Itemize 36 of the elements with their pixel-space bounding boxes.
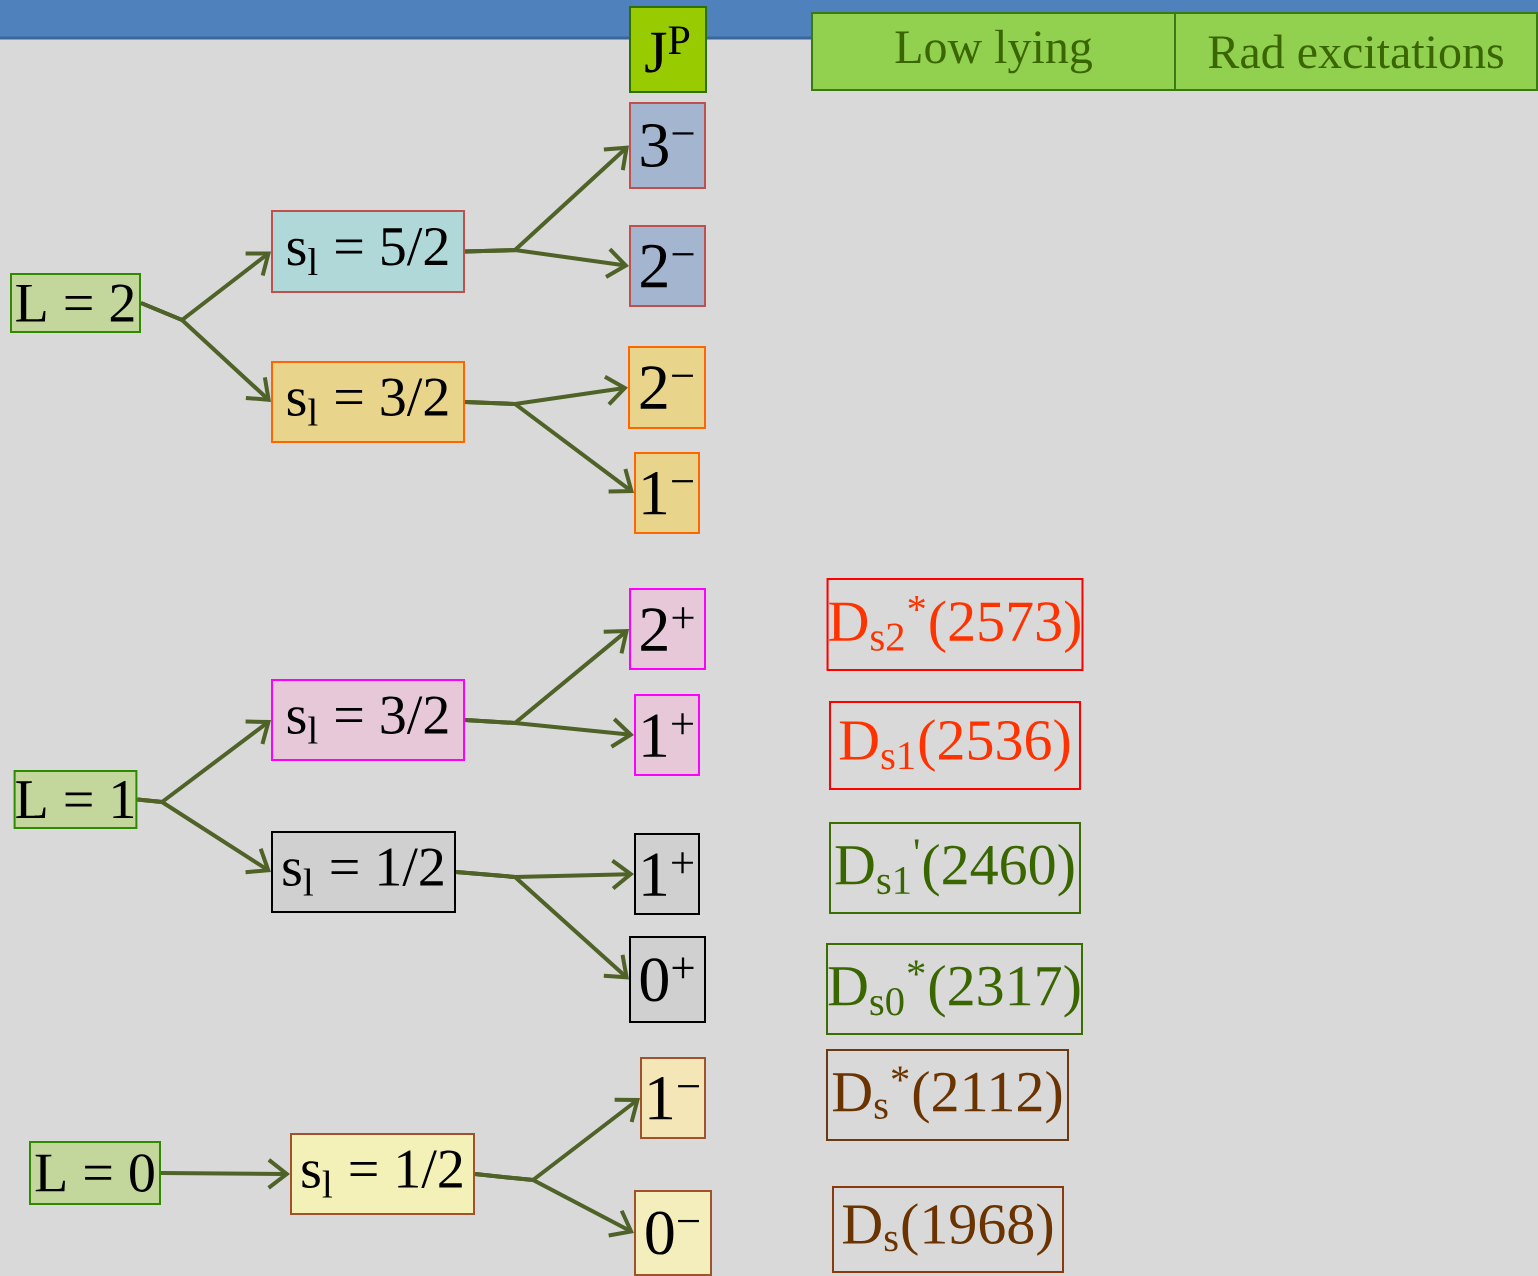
- level-box: L = 0: [29, 1141, 161, 1205]
- arrow: [161, 1158, 290, 1190]
- state-box: 1$^{−}$: [634, 452, 700, 534]
- particle-box: D$_{s1}$(2536): [829, 701, 1081, 790]
- state-box: 1$^{−}$: [640, 1057, 706, 1139]
- particle-box: D$_{s2}$$^{*}$(2573): [826, 578, 1084, 671]
- particle-box: D$_{s}$(1968): [832, 1186, 1064, 1273]
- spin-box: s$_{l}$ = 5/2: [271, 210, 465, 293]
- spin-box: s$_{l}$ = 3/2: [271, 361, 465, 443]
- header-cell: Rad excitations: [1174, 12, 1538, 91]
- level-box: L = 1: [13, 770, 138, 829]
- arrow: [137, 797, 271, 875]
- state-box: 2$^{−}$: [629, 225, 706, 307]
- particle-box: D$_{s}$$^{*}$(2112): [826, 1049, 1069, 1141]
- state-box: 3$^{−}$: [629, 102, 706, 189]
- header-cell: Low lying: [811, 12, 1176, 91]
- state-box: 2$^{−}$: [628, 346, 706, 429]
- particle-box: D$_{s0}$$^{*}$(2317): [826, 943, 1083, 1035]
- arrow: [464, 717, 634, 749]
- state-box: 2$^{+}$: [629, 588, 706, 670]
- spin-box: s$_{l}$ = 1/2: [290, 1133, 475, 1215]
- arrow: [140, 301, 271, 402]
- state-box: 1$^{+}$: [634, 833, 700, 915]
- state-box: 1$^{+}$: [634, 694, 700, 776]
- spin-box: s$_{l}$ = 3/2: [271, 679, 465, 761]
- arrow: [464, 247, 629, 279]
- state-box: 0$^{+}$: [629, 936, 706, 1023]
- arrow: [464, 400, 634, 494]
- node-label: Rad excitations: [1208, 34, 1503, 69]
- spin-box: s$_{l}$ = 1/2: [271, 831, 456, 913]
- level-box: L = 2: [10, 273, 141, 333]
- arrow: [474, 1172, 634, 1238]
- particle-box: D$_{s1}$$^{'}$(2460): [829, 822, 1081, 914]
- arrow: [455, 870, 629, 980]
- state-box: 0$^{−}$: [634, 1190, 712, 1276]
- header-box: J$^{P}$: [629, 6, 707, 93]
